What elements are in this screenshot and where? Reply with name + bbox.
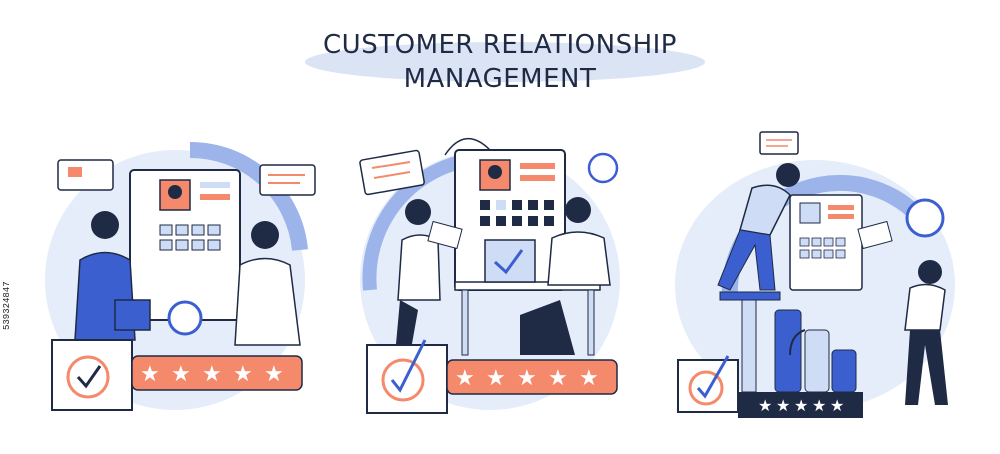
check-box bbox=[51, 339, 133, 411]
star-icon: ★ bbox=[233, 361, 253, 386]
star-icon: ★ bbox=[264, 361, 284, 386]
profile-photo bbox=[799, 202, 821, 224]
star-icon: ★ bbox=[758, 398, 772, 415]
header: CUSTOMER RELATIONSHIP MANAGEMENT bbox=[0, 28, 1000, 96]
info-line bbox=[200, 194, 230, 200]
person-woman bbox=[857, 220, 948, 405]
chat-bubble-icon bbox=[57, 159, 114, 191]
star-icon: ★ bbox=[517, 365, 537, 390]
star-icon: ★ bbox=[830, 398, 844, 415]
star-icon: ★ bbox=[486, 365, 506, 390]
avatar-icon bbox=[168, 185, 182, 199]
title-line-2: MANAGEMENT bbox=[403, 64, 597, 94]
star-icon: ★ bbox=[455, 365, 475, 390]
background-arc bbox=[362, 153, 472, 291]
rating-bar bbox=[738, 392, 863, 418]
scene-right: ★ ★ ★ ★ ★ bbox=[675, 131, 955, 418]
star-rating: ★ ★ ★ ★ ★ bbox=[455, 365, 599, 390]
ballot-box bbox=[484, 239, 536, 283]
thumbs-up-icon bbox=[587, 152, 619, 184]
mail-icon bbox=[857, 220, 893, 250]
title-highlight-blob bbox=[305, 42, 705, 82]
scene-left: ★ ★ ★ ★ ★ bbox=[45, 141, 316, 411]
star-icon: ★ bbox=[579, 365, 599, 390]
checkmark-icon bbox=[381, 358, 425, 402]
star-icon: ★ bbox=[171, 361, 191, 386]
person-woman-left bbox=[74, 211, 151, 341]
star-icon: ★ bbox=[812, 398, 826, 415]
star-rating: ★ ★ ★ ★ ★ bbox=[758, 398, 844, 415]
rating-bar bbox=[131, 355, 303, 391]
star-icon: ★ bbox=[794, 398, 808, 415]
avatar-icon bbox=[488, 165, 502, 179]
bar-chart-column bbox=[774, 309, 802, 393]
star-icon: ★ bbox=[140, 361, 160, 386]
calendar-grid bbox=[480, 200, 554, 226]
person-man bbox=[520, 197, 611, 355]
checkmark-icon bbox=[66, 355, 110, 399]
rating-bar bbox=[446, 359, 618, 395]
calendar-grid bbox=[159, 224, 221, 251]
mail-icon bbox=[68, 167, 82, 177]
chat-bubble-icon bbox=[759, 131, 799, 155]
bar-chart-column bbox=[804, 329, 830, 393]
star-icon: ★ bbox=[548, 365, 568, 390]
person-woman bbox=[395, 199, 463, 355]
chat-bubble-icon bbox=[259, 164, 316, 196]
scene-middle: ★ ★ ★ ★ ★ bbox=[359, 138, 620, 414]
person-woman-right bbox=[234, 221, 301, 346]
title-line-1: CUSTOMER RELATIONSHIP bbox=[323, 30, 677, 60]
star-icon: ★ bbox=[202, 361, 222, 386]
thumbs-up-icon bbox=[167, 300, 203, 336]
thumbs-up-icon bbox=[905, 198, 945, 238]
person-man bbox=[717, 163, 800, 291]
pillar bbox=[741, 299, 757, 393]
pedestal bbox=[719, 291, 781, 301]
star-icon: ★ bbox=[776, 398, 790, 415]
star-rating: ★ ★ ★ ★ ★ bbox=[140, 361, 284, 386]
info-line bbox=[200, 182, 230, 188]
calendar-grid bbox=[799, 237, 846, 259]
growth-arrow-icon bbox=[789, 329, 806, 356]
bar-chart-column bbox=[831, 349, 857, 393]
